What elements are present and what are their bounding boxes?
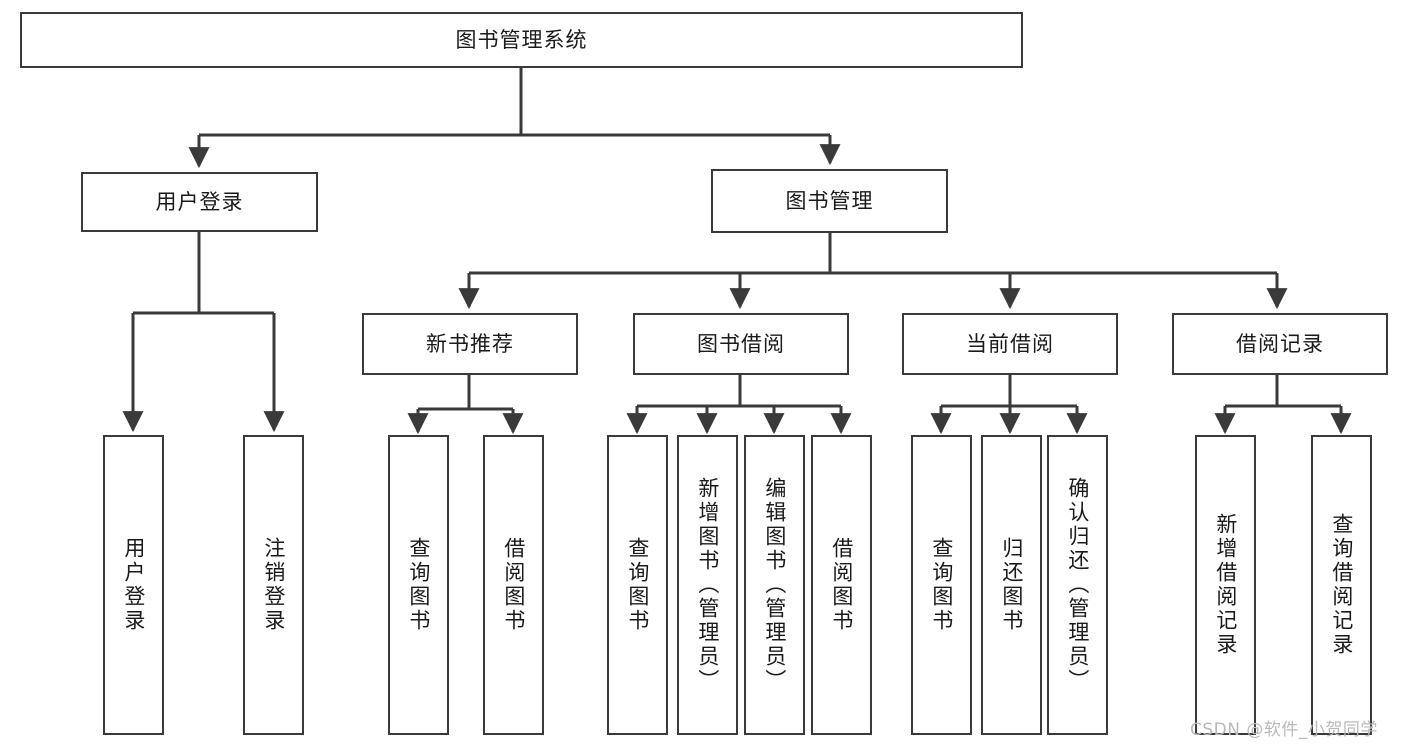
node-label: 借阅图书 xyxy=(829,537,854,633)
node-label: 查询图书 xyxy=(929,537,954,633)
node-label: 图书管理 xyxy=(785,188,874,213)
node-label: 新增图书（管理员） xyxy=(695,477,720,693)
leaf-current-confirm-return-admin[interactable]: 确认归还（管理员） xyxy=(1047,435,1108,735)
node-label: 编辑图书（管理员） xyxy=(762,477,787,693)
node-label: 用户登录 xyxy=(155,189,244,214)
node-label: 用户登录 xyxy=(121,537,146,633)
leaf-record-add-record[interactable]: 新增借阅记录 xyxy=(1195,435,1256,735)
leaf-new-book-borrow[interactable]: 借阅图书 xyxy=(483,435,544,735)
node-label: 归还图书 xyxy=(999,537,1024,633)
node-borrow-record[interactable]: 借阅记录 xyxy=(1172,313,1388,375)
node-label: 查询图书 xyxy=(625,537,650,633)
node-label: 图书借阅 xyxy=(697,331,785,356)
node-label: 借阅记录 xyxy=(1236,331,1324,356)
leaf-record-query-record[interactable]: 查询借阅记录 xyxy=(1311,435,1372,735)
leaf-user-login-logout[interactable]: 注销登录 xyxy=(243,435,304,735)
leaf-user-login-login[interactable]: 用户登录 xyxy=(103,435,164,735)
node-label: 确认归还（管理员） xyxy=(1065,477,1090,693)
node-new-book-recommend[interactable]: 新书推荐 xyxy=(362,313,578,375)
node-current-borrow[interactable]: 当前借阅 xyxy=(902,313,1118,375)
node-user-login[interactable]: 用户登录 xyxy=(81,172,318,232)
csdn-watermark: CSDN @软件_小贺同学 xyxy=(1190,720,1378,740)
leaf-borrow-query-book[interactable]: 查询图书 xyxy=(607,435,668,735)
node-root-book-management-system[interactable]: 图书管理系统 xyxy=(20,12,1023,68)
node-label: 注销登录 xyxy=(261,537,286,633)
node-label: 新书推荐 xyxy=(426,331,514,356)
node-label: 查询借阅记录 xyxy=(1329,513,1354,657)
node-book-management[interactable]: 图书管理 xyxy=(711,169,948,233)
leaf-borrow-add-book-admin[interactable]: 新增图书（管理员） xyxy=(677,435,738,735)
node-label: 新增借阅记录 xyxy=(1213,513,1238,657)
node-label: 借阅图书 xyxy=(501,537,526,633)
node-label: 图书管理系统 xyxy=(455,27,588,52)
leaf-borrow-borrow-book[interactable]: 借阅图书 xyxy=(811,435,872,735)
leaf-new-book-query[interactable]: 查询图书 xyxy=(388,435,449,735)
leaf-current-return-book[interactable]: 归还图书 xyxy=(981,435,1042,735)
node-book-borrow[interactable]: 图书借阅 xyxy=(633,313,849,375)
node-label: 查询图书 xyxy=(406,537,431,633)
leaf-borrow-edit-book-admin[interactable]: 编辑图书（管理员） xyxy=(744,435,805,735)
leaf-current-query-book[interactable]: 查询图书 xyxy=(911,435,972,735)
node-label: 当前借阅 xyxy=(966,331,1054,356)
